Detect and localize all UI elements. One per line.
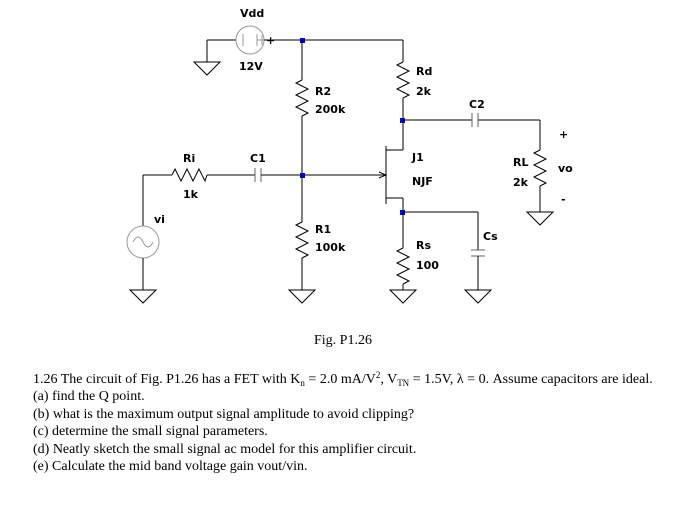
cs-capacitor bbox=[403, 211, 493, 304]
j1-model: NJF bbox=[412, 175, 433, 188]
problem-part-e: (e) Calculate the mid band voltage gain … bbox=[33, 459, 308, 475]
rd-value: 2k bbox=[416, 85, 432, 98]
vi-source bbox=[126, 225, 160, 304]
r1-value: 100k bbox=[315, 241, 346, 254]
rs-value: 100 bbox=[416, 259, 439, 272]
vdd-plus-sign: + bbox=[266, 34, 275, 47]
vdd-source bbox=[192, 25, 302, 76]
j1-label: J1 bbox=[411, 151, 424, 164]
vdd-value: 12V bbox=[239, 60, 263, 73]
rd-resistor bbox=[395, 40, 411, 120]
rl-value: 2k bbox=[513, 176, 529, 189]
c1-capacitor bbox=[207, 168, 302, 182]
vtn-rest: = 1.5V, λ = 0. Assume capacitors are ide… bbox=[409, 372, 653, 387]
problem-intro-text: 1.26 The circuit of Fig. P1.26 has a FET… bbox=[33, 372, 301, 387]
ri-label: Ri bbox=[183, 152, 195, 165]
vtn-subscript: TN bbox=[397, 378, 410, 388]
vo-label: vo bbox=[558, 162, 573, 175]
cs-label: Cs bbox=[483, 230, 498, 243]
c2-capacitor bbox=[403, 113, 541, 150]
r1-resistor bbox=[287, 175, 317, 304]
r2-resistor bbox=[294, 40, 310, 175]
kn-subscript: n bbox=[300, 378, 305, 388]
c1-label: C1 bbox=[250, 152, 266, 165]
rl-label: RL bbox=[513, 156, 528, 169]
r1-label: R1 bbox=[315, 223, 331, 236]
vo-plus-sign: + bbox=[559, 128, 568, 141]
problem-statement: 1.26 The circuit of Fig. P1.26 has a FET… bbox=[33, 371, 663, 475]
kn-value: = 2.0 mA/V bbox=[304, 372, 376, 387]
problem-part-d: (d) Neatly sketch the small signal ac mo… bbox=[33, 441, 417, 457]
problem-part-a: (a) find the Q point. bbox=[33, 389, 145, 405]
vi-label: vi bbox=[154, 213, 165, 226]
rs-resistor bbox=[388, 212, 418, 304]
problem-part-b: (b) what is the maximum output signal am… bbox=[33, 406, 415, 422]
figure-caption: Fig. P1.26 bbox=[314, 333, 372, 348]
r2-value: 200k bbox=[315, 103, 346, 116]
problem-intro: 1.26 The circuit of Fig. P1.26 has a FET… bbox=[33, 371, 663, 388]
kn-exponent: 2 bbox=[375, 370, 381, 380]
circuit-schematic: Vdd + 12V R2 200k Rd 2k C2 RL 2k + vo - bbox=[126, 7, 573, 304]
rs-label: Rs bbox=[416, 239, 431, 252]
vtn-prefix: , V bbox=[380, 372, 398, 387]
c2-label: C2 bbox=[469, 98, 485, 111]
vdd-label: Vdd bbox=[240, 7, 264, 20]
rl-resistor bbox=[525, 149, 555, 226]
rd-label: Rd bbox=[416, 65, 432, 78]
ri-resistor bbox=[142, 167, 208, 226]
r2-label: R2 bbox=[315, 85, 331, 98]
ri-value: 1k bbox=[183, 188, 199, 201]
problem-part-c: (c) determine the small signal parameter… bbox=[33, 424, 268, 440]
vo-minus-sign: - bbox=[561, 193, 566, 206]
j1-jfet bbox=[302, 120, 404, 212]
